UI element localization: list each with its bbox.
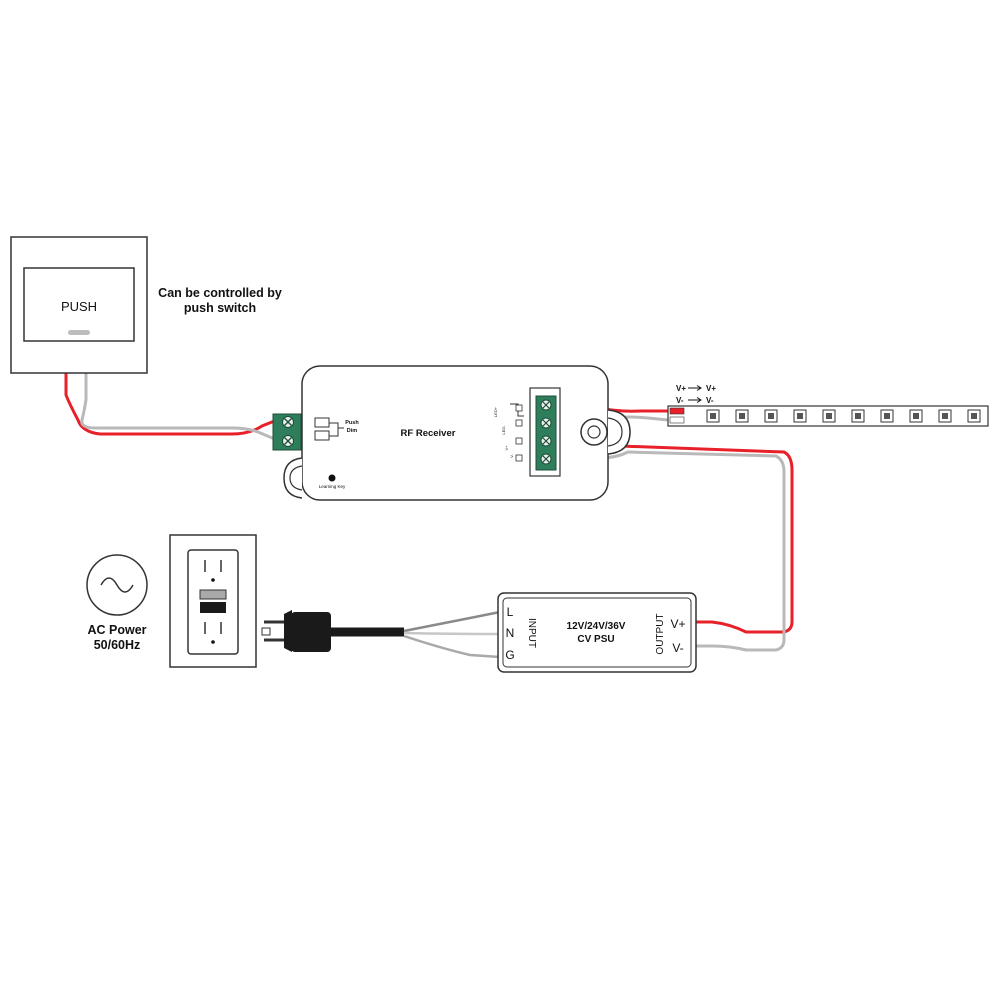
strip-label-bottom-right: V-: [706, 396, 714, 405]
led-chip-die: [884, 413, 890, 419]
power-plug: [261, 610, 331, 652]
terminal-label-v-plus: V+: [504, 445, 509, 451]
terminal-label-led-plus: LED+: [493, 406, 498, 417]
push-label-line1: Push: [345, 420, 359, 426]
outlet-slots-bottom: [204, 622, 222, 634]
learning-key-button[interactable]: [328, 474, 336, 482]
strip-label-bottom-left: V-: [676, 396, 684, 405]
led-chip-die: [855, 413, 861, 419]
led-chip-die: [768, 413, 774, 419]
switch-button[interactable]: [23, 267, 135, 342]
plug-head: [284, 610, 292, 652]
led-chip-die: [710, 413, 716, 419]
wall-outlet: [169, 534, 257, 668]
psu-output-v-minus: V-: [672, 641, 683, 655]
strip-led-group: [706, 409, 981, 423]
psu-input-label: INPUT: [526, 618, 537, 648]
psu-title-line1: 12V/24V/36V: [567, 621, 626, 632]
psu-output-v-plus: V+: [670, 617, 685, 631]
learning-key-label: Learning Key: [319, 484, 346, 489]
rf-receiver: Push Dim RF Receiver Learning Key LED+ L…: [272, 365, 631, 501]
strip-arrow-bottom: [688, 397, 702, 403]
led-strip: V+ V- V+ V-: [667, 384, 989, 427]
switch-caption-line1: Can be controlled by: [158, 286, 282, 300]
switch-caption-line2: push switch: [184, 301, 256, 315]
receiver-title: RF Receiver: [401, 428, 456, 439]
gfci-reset-button[interactable]: [200, 602, 226, 613]
push-switch: PUSH: [10, 236, 148, 374]
psu-wire-grey: [548, 450, 786, 652]
switch-wire-red: [64, 373, 278, 436]
led-chip-die: [826, 413, 832, 419]
push-label-line2: Dim: [347, 428, 358, 434]
psu-output-label: OUTPUT: [655, 613, 666, 654]
led-chip-die: [797, 413, 803, 419]
strip-label-top-right: V+: [706, 384, 716, 393]
ac-power-label-line1: AC Power: [87, 623, 146, 637]
switch-indicator: [68, 330, 90, 335]
switch-button-label: PUSH: [61, 299, 97, 314]
switch-wire-grey: [80, 373, 278, 442]
led-chip-die: [942, 413, 948, 419]
mains-wire-n: [403, 631, 501, 636]
terminal-label-led-minus: LED-: [501, 425, 506, 435]
strip-arrow-top: [688, 385, 702, 391]
ac-power-symbol: [86, 554, 148, 616]
mains-wire-l: [403, 610, 501, 633]
push-dim-symbol: [314, 417, 330, 428]
outlet-slots-top: [204, 560, 222, 572]
psu-input-g: G: [505, 648, 514, 662]
psu-housing: [497, 592, 697, 673]
strip-label-top-left: V+: [676, 384, 686, 393]
mains-wire-g: [403, 634, 501, 659]
led-chip-die: [913, 413, 919, 419]
psu-input-n: N: [506, 626, 515, 640]
ac-power-label-line2: 50/60Hz: [94, 638, 141, 652]
gfci-test-button[interactable]: [199, 589, 227, 600]
psu: L N G INPUT 12V/24V/36V CV PSU OUTPUT V+…: [497, 592, 697, 673]
psu-input-l: L: [507, 605, 514, 619]
plug-body: [291, 612, 331, 652]
sine-wave-icon: [100, 577, 134, 593]
led-chip-die: [971, 413, 977, 419]
receiver-tab-right: [607, 409, 631, 455]
led-chip-die: [739, 413, 745, 419]
output-terminal-block: [535, 395, 557, 471]
receiver-tab-left: [283, 457, 303, 499]
psu-title-line2: CV PSU: [577, 634, 614, 645]
terminal-label-v-minus: V-: [509, 453, 514, 457]
